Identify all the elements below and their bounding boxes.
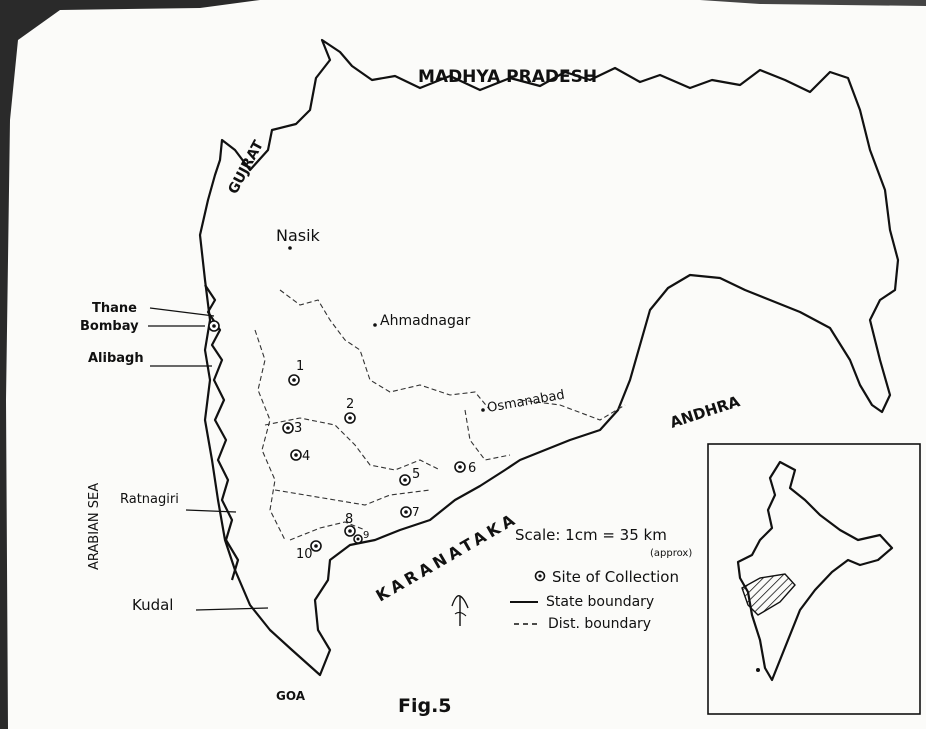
site-8-label: 8 xyxy=(345,512,353,527)
district-boundary xyxy=(279,289,491,411)
label-nasik: Nasik xyxy=(276,226,321,245)
district-boundary xyxy=(274,489,431,506)
legend: Site of Collection State boundary Dist. … xyxy=(510,568,679,632)
site-4: 4 xyxy=(290,449,310,464)
inset-highlight xyxy=(741,573,796,616)
site-2-label: 2 xyxy=(346,397,354,412)
inset-dot xyxy=(756,668,760,672)
legend-site-label: Site of Collection xyxy=(552,568,679,586)
leader-line xyxy=(149,307,215,317)
site-5: 5 xyxy=(399,467,420,486)
place-dot xyxy=(373,323,377,327)
india-outline xyxy=(736,460,894,682)
place-dot xyxy=(481,408,485,412)
site-6: 6 xyxy=(454,461,476,476)
figure-label: Fig.5 xyxy=(398,695,452,717)
site-5-label: 5 xyxy=(412,467,420,482)
site-1: 1 xyxy=(288,359,304,386)
site-7: 7 xyxy=(400,505,420,519)
district-boundary xyxy=(254,329,286,541)
site-6-label: 6 xyxy=(468,461,476,476)
label-osmanabad: Osmanabad xyxy=(486,388,566,416)
site-9-label: 9 xyxy=(363,530,369,541)
district-boundary xyxy=(289,521,366,541)
site-9: 9 xyxy=(353,530,369,544)
district-boundary xyxy=(464,409,511,461)
legend-dist-label: Dist. boundary xyxy=(548,616,651,632)
site-3-label: 3 xyxy=(294,421,302,436)
label-arabian-sea: ARABIAN SEA xyxy=(87,483,102,570)
site-2: 2 xyxy=(344,397,356,424)
legend-site-icon-dot xyxy=(538,574,542,578)
district-boundary xyxy=(519,399,626,421)
leader-line xyxy=(195,607,269,611)
north-arrow-icon xyxy=(451,595,469,626)
label-ahmadnagar: Ahmadnagar xyxy=(380,313,470,329)
label-andhra: ANDHRA xyxy=(668,392,743,432)
site-10: 10 xyxy=(296,540,322,562)
state-boundary xyxy=(198,38,900,677)
label-madhya-pradesh: MADHYA PRADESH xyxy=(418,67,597,87)
label-alibagh: Alibagh xyxy=(88,351,144,366)
label-bombay: Bombay xyxy=(80,319,139,334)
site-4-label: 4 xyxy=(302,449,310,464)
label-thane: Thane xyxy=(92,301,137,316)
district-boundary xyxy=(264,417,441,471)
legend-state-label: State boundary xyxy=(546,594,654,610)
label-ratnagiri: Ratnagiri xyxy=(120,492,179,507)
label-karanataka: KARANATAKA xyxy=(373,509,522,606)
label-kudal: Kudal xyxy=(132,596,173,614)
site-7-label: 7 xyxy=(412,505,420,519)
collection-sites: 1 2 3 4 5 6 7 8 xyxy=(282,359,476,562)
label-goa: GOA xyxy=(276,689,306,703)
site-10-label: 10 xyxy=(296,547,313,562)
site-3: 3 xyxy=(282,421,302,436)
place-dot xyxy=(288,246,292,250)
inset-frame xyxy=(707,443,921,715)
bombay-marker-dot xyxy=(212,324,216,328)
leader-line xyxy=(185,509,237,513)
site-8: 8 xyxy=(344,512,356,537)
scale-text: Scale: 1cm = 35 km xyxy=(515,526,667,544)
scale-approx: (approx) xyxy=(650,548,692,559)
site-1-label: 1 xyxy=(296,359,304,374)
scan-shadow-top xyxy=(700,0,926,6)
